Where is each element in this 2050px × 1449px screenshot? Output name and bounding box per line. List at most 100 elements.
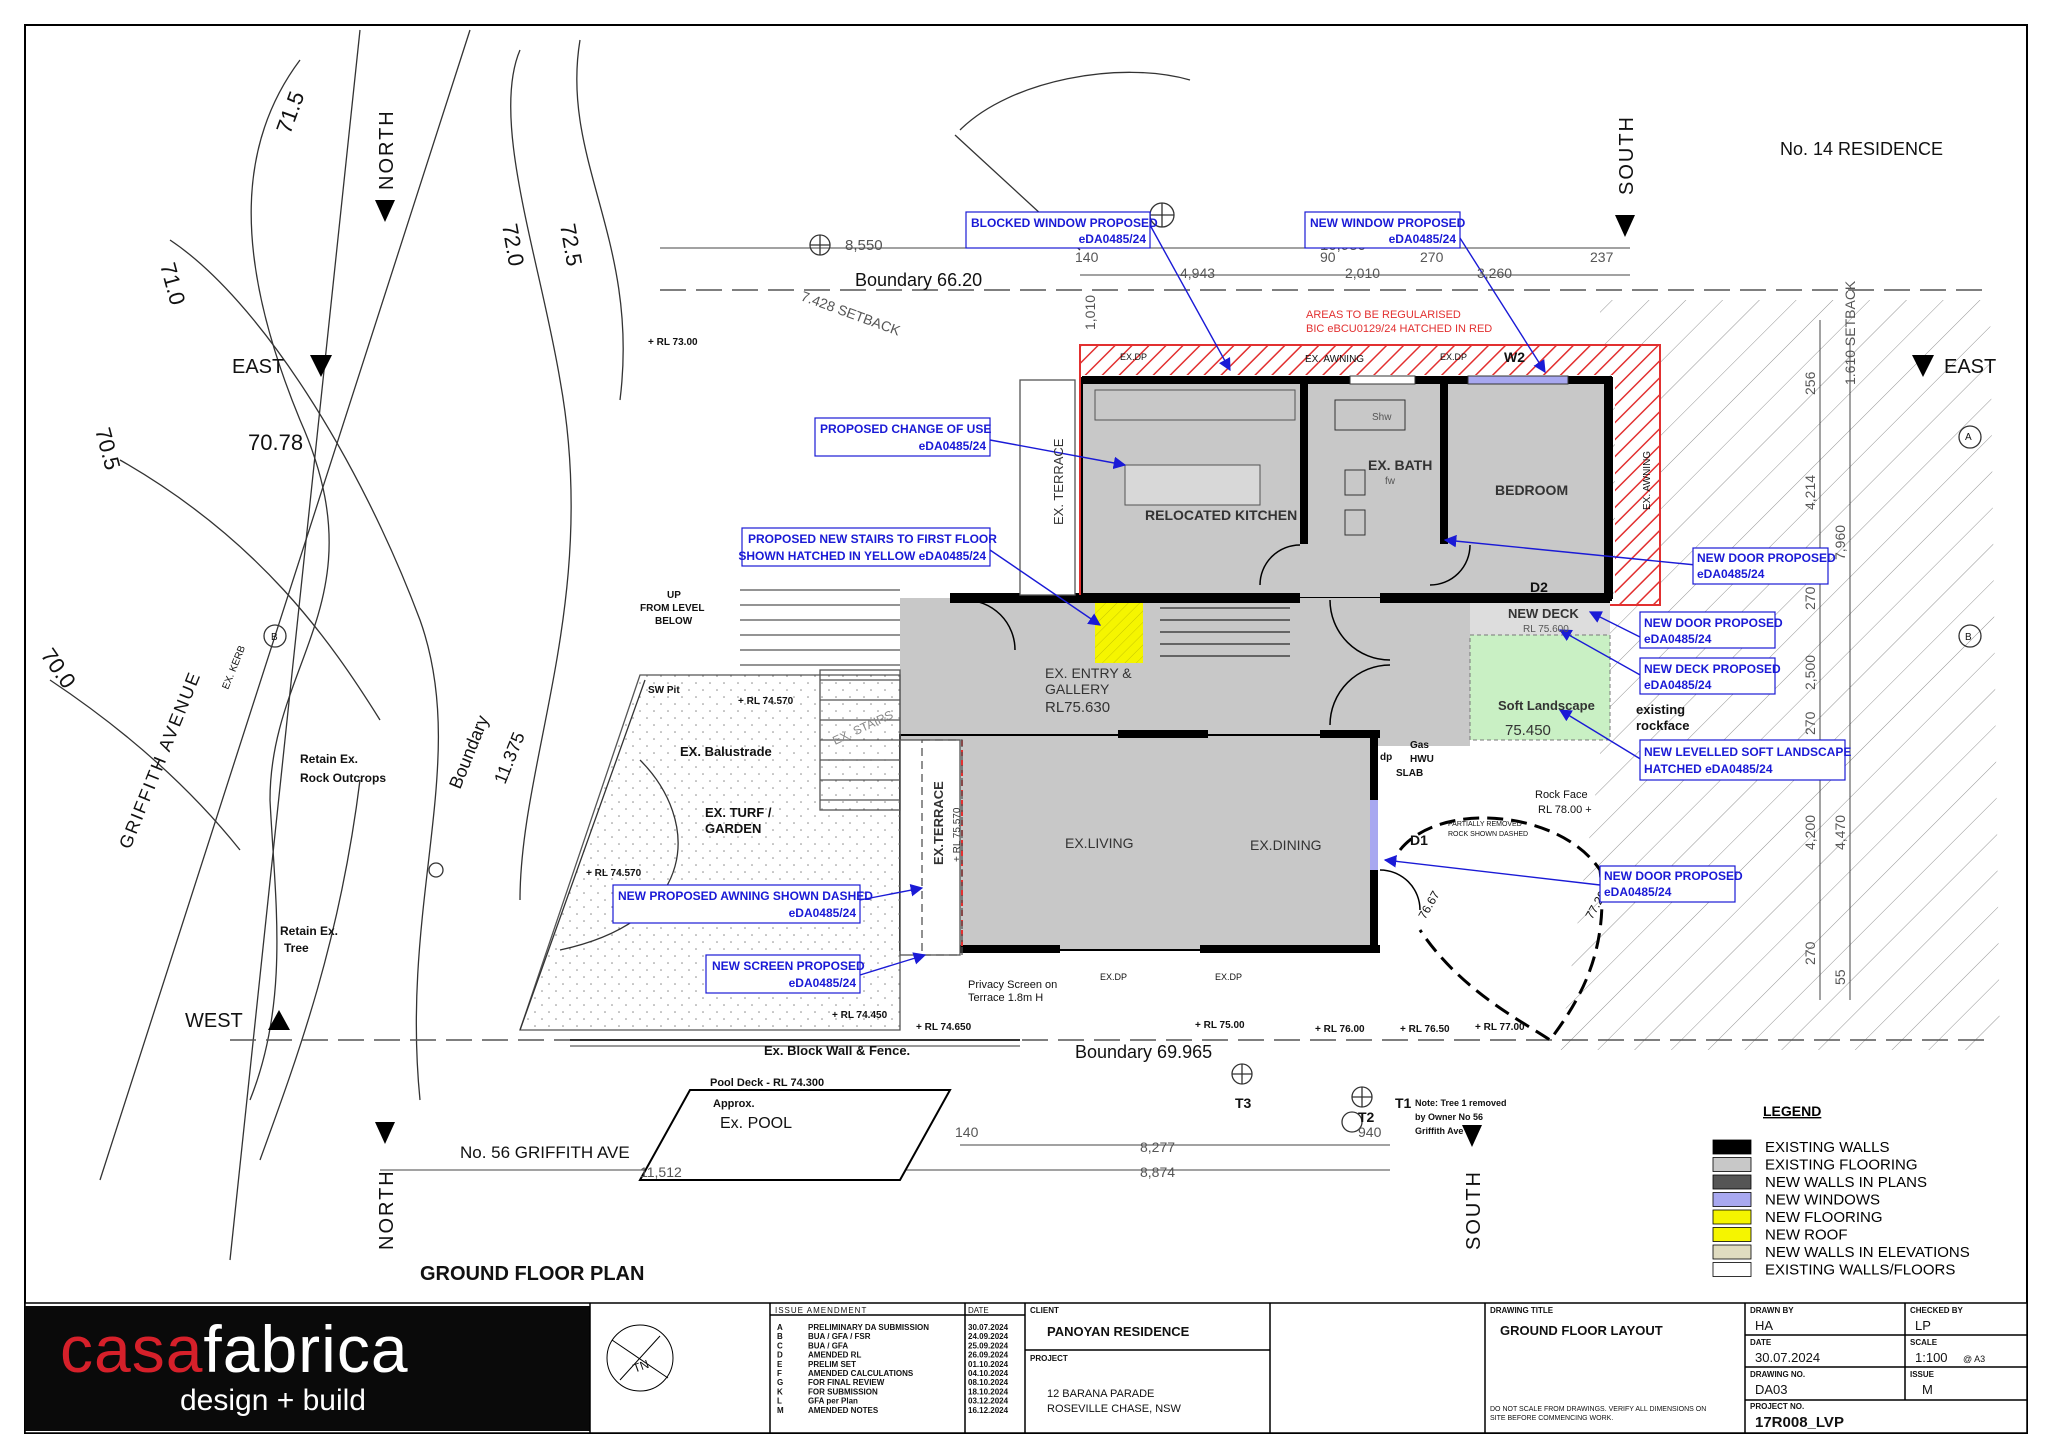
legend-swatch	[1712, 1262, 1752, 1277]
boundary-bottom: Boundary 69.965	[1075, 1042, 1212, 1062]
rl-7650: + RL 76.50	[1400, 1024, 1450, 1035]
issue-code: L	[777, 1397, 782, 1406]
svg-text:PROPOSED CHANGE OF USE: PROPOSED CHANGE OF USE	[820, 422, 991, 436]
contour-720: 72.0	[497, 222, 529, 269]
balustrade-label: EX. Balustrade	[680, 744, 772, 759]
address-1: 12 BARANA PARADE	[1047, 1388, 1154, 1400]
contour-700: 70.0	[36, 644, 81, 693]
note-tree-3: Griffith Ave	[1415, 1126, 1463, 1136]
date-value: 30.07.2024	[1755, 1350, 1820, 1365]
brand-casa: casa	[60, 1312, 203, 1386]
entry-rl: RL75.630	[1045, 699, 1110, 716]
svg-text:eDA0485/24: eDA0485/24	[1644, 632, 1712, 646]
svg-text:eDA0485/24: eDA0485/24	[789, 976, 857, 990]
dim-r-5: 270	[1802, 711, 1818, 735]
existing-rock-2: rockface	[1636, 718, 1689, 733]
issue-text: BUA / GFA	[808, 1341, 848, 1350]
existing-rock-1: existing	[1636, 702, 1685, 717]
contour-715: 71.5	[271, 88, 309, 137]
shw-label: Shw	[1372, 412, 1392, 423]
tag-b-left: B	[271, 632, 278, 643]
svg-text:PROPOSED NEW STAIRS TO FIRST F: PROPOSED NEW STAIRS TO FIRST FLOOR	[748, 532, 997, 546]
up-2: FROM LEVEL	[640, 603, 704, 614]
callout-new-window: NEW WINDOW PROPOSED eDA0485/24	[1304, 211, 1466, 249]
tag-a: A	[1965, 432, 1972, 443]
dim-r-7: 4,470	[1832, 815, 1848, 850]
callout-new-deck: NEW DECK PROPOSED eDA0485/24	[1639, 657, 1781, 695]
exdp-3: EX.DP	[1100, 972, 1127, 982]
issue-date: 03.12.2024	[968, 1397, 1009, 1406]
issue-code: M	[777, 1406, 784, 1415]
issue-date: 25.09.2024	[968, 1341, 1009, 1350]
callout-leaders	[859, 224, 1697, 976]
issue-date: 30.07.2024	[968, 1323, 1009, 1332]
rl-74450: + RL 74.450	[832, 1010, 888, 1021]
no56-label: No. 56 GRIFFITH AVE	[460, 1143, 630, 1162]
callout-change-of-use: PROPOSED CHANGE OF USE eDA0485/24	[814, 417, 991, 457]
drawing-no: DA03	[1755, 1382, 1788, 1397]
client-label: CLIENT	[1030, 1306, 1059, 1315]
drawing-title: GROUND FLOOR LAYOUT	[1500, 1323, 1663, 1338]
red-note-1: AREAS TO BE REGULARISED	[1306, 309, 1461, 321]
retain-tree-1: Retain Ex.	[280, 924, 338, 938]
outdoor-areas	[519, 379, 1604, 1181]
rl-74570b: + RL 74.570	[586, 868, 642, 879]
dim-270: 270	[1420, 249, 1444, 265]
dim-140b: 140	[955, 1124, 979, 1140]
issue-code: C	[777, 1341, 783, 1350]
sw-pit: SW Pit	[648, 685, 680, 696]
svg-text:NEW DOOR PROPOSED: NEW DOOR PROPOSED	[1697, 551, 1836, 565]
svg-text:eDA0485/24: eDA0485/24	[1644, 678, 1712, 692]
legend-label: NEW WALLS IN ELEVATIONS	[1765, 1244, 1970, 1261]
issue-header: ISSUE AMENDMENT	[775, 1306, 867, 1315]
svg-text:eDA0485/24: eDA0485/24	[1697, 567, 1765, 581]
soft-landscape-label: Soft Landscape	[1498, 698, 1595, 713]
svg-text:eDA0485/24: eDA0485/24	[919, 439, 987, 453]
issue-value: M	[1922, 1382, 1933, 1397]
svg-text:eDA0485/24: eDA0485/24	[1079, 232, 1147, 246]
issue-text: PRELIM SET	[808, 1360, 856, 1369]
issue-text: BUA / GFA / FSR	[808, 1332, 871, 1341]
issue-text: AMENDED RL	[808, 1351, 861, 1360]
svg-text:SHOWN HATCHED IN YELLOW eDA048: SHOWN HATCHED IN YELLOW eDA0485/24	[738, 549, 986, 563]
issue-code: G	[777, 1378, 783, 1387]
legend-label: EXISTING WALLS/FLOORS	[1765, 1262, 1955, 1279]
dim-r-0: 256	[1802, 371, 1818, 395]
svg-text:eDA0485/24: eDA0485/24	[1389, 232, 1457, 246]
svg-text:NEW LEVELLED SOFT LANDSCAPE: NEW LEVELLED SOFT LANDSCAPE	[1644, 745, 1851, 759]
project-label: PROJECT	[1030, 1354, 1068, 1363]
dim-3260: 3,260	[1477, 265, 1512, 281]
project-no: 17R008_LVP	[1755, 1414, 1844, 1431]
issue-text: PRELIMINARY DA SUBMISSION	[808, 1323, 929, 1332]
up-3: BELOW	[655, 616, 693, 627]
exdp-4: EX.DP	[1215, 972, 1242, 982]
svg-text:NEW SCREEN PROPOSED: NEW SCREEN PROPOSED	[712, 959, 865, 973]
compass-markers	[268, 200, 1934, 1147]
issue-code: B	[777, 1332, 783, 1341]
tag-t3: T3	[1235, 1095, 1252, 1111]
pool-deck: Pool Deck - RL 74.300	[710, 1077, 824, 1089]
garden-label: GARDEN	[705, 821, 761, 836]
dp-label: dp	[1380, 752, 1392, 763]
retain-rock-1: Retain Ex.	[300, 752, 358, 766]
checked-by-label: CHECKED BY	[1910, 1306, 1964, 1315]
issue-date: 26.09.2024	[968, 1351, 1009, 1360]
retain-tree-2: Tree	[284, 941, 309, 955]
legend-label: EXISTING WALLS	[1765, 1139, 1889, 1156]
gas-label: Gas	[1410, 740, 1429, 751]
dim-r-1: 4,214	[1802, 475, 1818, 510]
block-wall: Ex. Block Wall & Fence.	[764, 1043, 910, 1058]
terrace-left: EX.TERRACE	[931, 781, 946, 865]
title-block	[24, 1302, 2028, 1434]
disclaimer-1: DO NOT SCALE FROM DRAWINGS. VERIFY ALL D…	[1490, 1406, 1706, 1413]
svg-text:casafabrica: casafabrica	[60, 1312, 409, 1386]
dim-r-9: 55	[1832, 969, 1848, 985]
issue-date: 16.12.2024	[968, 1406, 1009, 1415]
legend-title: LEGEND	[1763, 1103, 1821, 1119]
setback-right: 1.610 SETBACK	[1842, 280, 1858, 385]
dim-4943: 4,943	[1180, 265, 1215, 281]
dim-8550: 8,550	[845, 237, 883, 254]
tag-d1: D1	[1410, 832, 1428, 848]
up-1: UP	[667, 590, 681, 601]
